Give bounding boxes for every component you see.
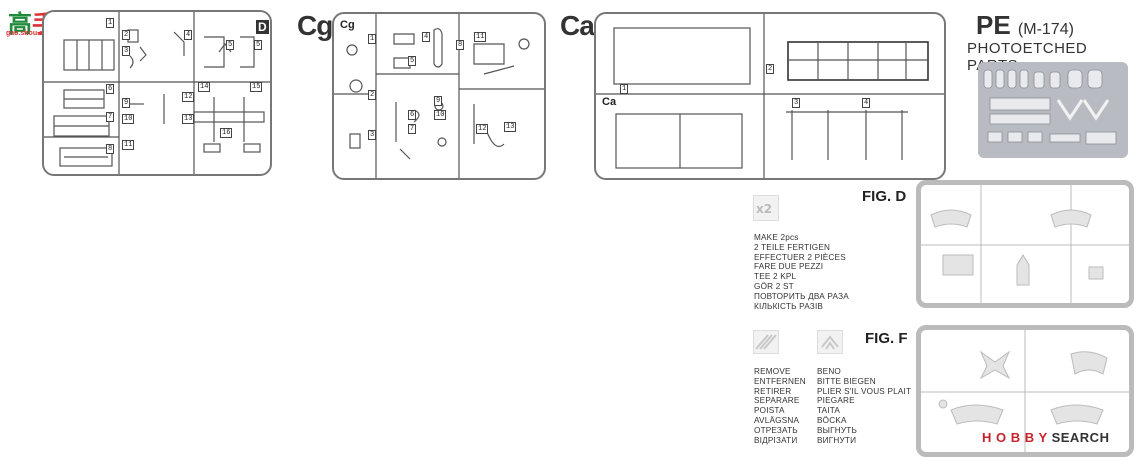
logo-glyph: 高 bbox=[8, 10, 32, 38]
part-number: 6 bbox=[106, 84, 115, 94]
part-number: 12 bbox=[476, 124, 489, 134]
instruction-line: MAKE 2pcs bbox=[754, 233, 799, 242]
bend-instructions: BENO BITTE BIEGEN PLIER S'IL VOUS PLAIT … bbox=[817, 367, 911, 445]
sprue-d-drawing bbox=[44, 12, 270, 174]
part-number: 4 bbox=[422, 32, 431, 42]
fig-d-sprue bbox=[916, 180, 1134, 308]
part-number: 3 bbox=[122, 46, 131, 56]
part-number: 8 bbox=[456, 40, 465, 50]
sprue-cg: Cg 1 2 3 4 5 6 7 8 9 10 11 12 13 bbox=[332, 12, 546, 180]
instruction-line: POISTA bbox=[754, 406, 785, 416]
instruction-line: SEPARARE bbox=[754, 396, 800, 406]
instruction-line: BENO bbox=[817, 367, 842, 376]
instruction-line: RETIRER bbox=[754, 386, 792, 396]
part-number: 4 bbox=[184, 30, 193, 40]
part-number: 8 bbox=[106, 144, 115, 154]
instruction-line: PLIER S'IL VOUS PLAIT bbox=[817, 386, 912, 396]
instruction-line: EFFECTUER 2 PIÈCES bbox=[754, 252, 846, 262]
instruction-line: AVLÄGSNA bbox=[754, 415, 800, 425]
part-number: 5 bbox=[226, 40, 235, 50]
hobby-search-watermark: H O B B Y SEARCH bbox=[982, 430, 1109, 445]
part-number: 10 bbox=[122, 114, 135, 124]
part-number: 1 bbox=[620, 84, 629, 94]
instruction-line: ENTFERNEN bbox=[754, 376, 806, 386]
sprue-ca-inner-label: Ca bbox=[602, 96, 617, 108]
part-number: 9 bbox=[122, 98, 131, 108]
logo-url: gao.shou.com bbox=[6, 30, 54, 37]
part-number: 15 bbox=[250, 82, 263, 92]
instruction-line: TEE 2 KPL bbox=[754, 272, 797, 282]
part-number: 14 bbox=[198, 82, 211, 92]
make-two-badge: x2 bbox=[753, 195, 779, 221]
instruction-line: FARE DUE PEZZI bbox=[754, 262, 824, 272]
remove-icon-box bbox=[753, 330, 779, 354]
part-number: 7 bbox=[106, 112, 115, 122]
instruction-line: GÖR 2 ST bbox=[754, 281, 794, 291]
instruction-line: ВЫГНУТЬ bbox=[817, 425, 858, 435]
sprue-d-label: D bbox=[256, 20, 269, 34]
part-number: 2 bbox=[766, 64, 775, 74]
bend-icon-box bbox=[817, 330, 843, 354]
instruction-line: ВІДРІЗАТИ bbox=[754, 435, 798, 445]
part-number: 4 bbox=[862, 98, 871, 108]
fig-f-drawing bbox=[921, 330, 1129, 452]
part-number: 7 bbox=[408, 124, 417, 134]
part-number: 5 bbox=[254, 40, 263, 50]
watermark-brand: H O B B Y bbox=[982, 430, 1048, 445]
sprue-ca-label: Ca bbox=[560, 10, 595, 41]
part-number: 9 bbox=[434, 96, 443, 106]
multiply-icon: x2 bbox=[756, 202, 772, 216]
instruction-line: ВИГНУТИ bbox=[817, 435, 857, 445]
make-two-instructions: MAKE 2pcs 2 TEILE FERTIGEN EFFECTUER 2 P… bbox=[754, 233, 849, 311]
instruction-line: BÖCKA bbox=[817, 415, 847, 425]
bend-icon bbox=[821, 335, 839, 350]
instruction-line: 2 TEILE FERTIGEN bbox=[754, 242, 831, 252]
instruction-line: ОТРЕЗАТЬ bbox=[754, 425, 798, 435]
part-number: 16 bbox=[220, 128, 233, 138]
instruction-line: BITTE BIEGEN bbox=[817, 376, 876, 386]
part-number: 13 bbox=[182, 114, 195, 124]
sprue-cg-label: Cg bbox=[297, 10, 333, 41]
pe-model: (M-174) bbox=[1017, 21, 1074, 38]
remove-instructions: REMOVE ENTFERNEN RETIRER SEPARARE POISTA… bbox=[754, 367, 806, 445]
part-number: 13 bbox=[504, 122, 517, 132]
sprue-ca-drawing bbox=[596, 14, 944, 178]
part-number: 12 bbox=[182, 92, 195, 102]
fig-d-drawing bbox=[921, 185, 1129, 303]
part-number: 10 bbox=[434, 110, 447, 120]
instruction-line: REMOVE bbox=[754, 367, 791, 376]
sprue-d: 1 2 3 4 5 5 6 7 8 9 10 11 12 13 14 15 16… bbox=[42, 10, 272, 176]
part-number: 3 bbox=[368, 130, 377, 140]
part-number: 3 bbox=[792, 98, 801, 108]
pe-title: PE (M-174) bbox=[976, 10, 1074, 40]
fig-d-label: FIG. D bbox=[862, 188, 907, 205]
part-number: 11 bbox=[122, 140, 135, 150]
sprue-ca: Ca 1 2 3 4 bbox=[594, 12, 946, 180]
part-number: 11 bbox=[474, 32, 487, 42]
instruction-line: ПОВТОРИТЬ ДВА РАЗА bbox=[754, 291, 849, 301]
part-number: 6 bbox=[408, 110, 417, 120]
part-number: 1 bbox=[368, 34, 377, 44]
fig-f-sprue bbox=[916, 325, 1134, 457]
instruction-line: КІЛЬКІСТЬ РАЗІВ bbox=[754, 301, 824, 311]
pe-fret bbox=[978, 62, 1128, 158]
instruction-line: TAITA bbox=[817, 406, 840, 416]
sprue-cg-inner-label: Cg bbox=[340, 19, 355, 31]
instruction-line: PIEGARE bbox=[817, 396, 855, 406]
pe-fret-drawing bbox=[983, 69, 1117, 145]
part-number: 2 bbox=[368, 90, 377, 100]
cut-icon bbox=[755, 334, 777, 350]
part-number: 5 bbox=[408, 56, 417, 66]
part-number: 2 bbox=[122, 30, 131, 40]
fig-f-label: FIG. F bbox=[865, 330, 908, 347]
watermark-search: SEARCH bbox=[1051, 430, 1110, 445]
svg-text:x2: x2 bbox=[756, 202, 772, 216]
part-number: 1 bbox=[106, 18, 115, 28]
